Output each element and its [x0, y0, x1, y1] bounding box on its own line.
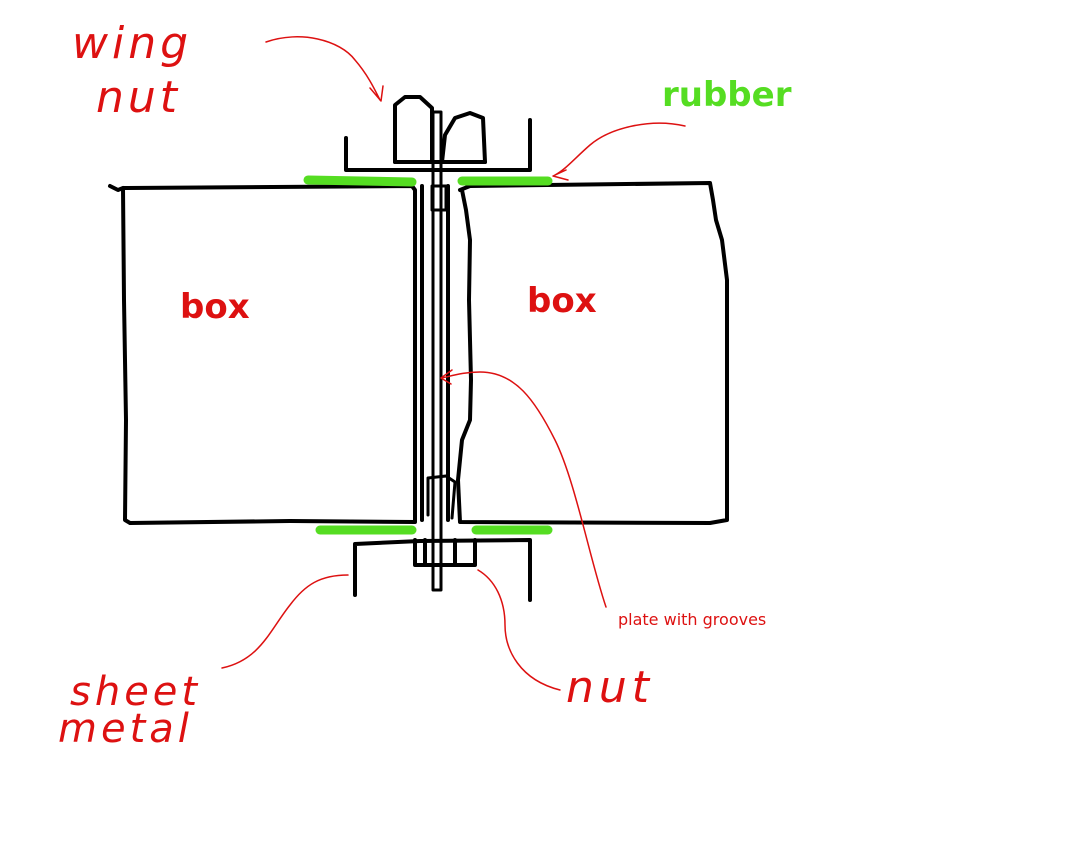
sheet-metal-arrow	[221, 574, 349, 669]
wing-nut-label-line2: nut	[96, 72, 181, 123]
nut-label: nut	[566, 662, 654, 713]
plate-arrow	[440, 369, 607, 608]
box-right-label: box	[527, 281, 597, 321]
rubber-label: rubber	[662, 75, 792, 115]
box-left-label: box	[180, 287, 250, 327]
rubber-top-left	[303, 175, 417, 187]
bolt	[431, 110, 443, 592]
rubber-arrow	[552, 122, 686, 181]
nut-arrow	[477, 569, 561, 691]
bolt-top-cap	[430, 184, 448, 212]
top-sheet-metal	[344, 118, 532, 172]
bottom-sheet-metal	[353, 538, 532, 602]
plate-with-grooves	[420, 184, 450, 522]
wing-nut-arrow	[265, 36, 384, 102]
bottom-nut	[413, 538, 477, 567]
bolt-bottom-clip	[426, 474, 457, 520]
wing-nut-label-line1: wing	[72, 18, 192, 69]
sheet-metal-label-line2: metal	[58, 706, 193, 752]
plate-label: plate with grooves	[618, 610, 766, 629]
right-box	[456, 181, 729, 525]
left-box	[108, 184, 417, 525]
sheet-metal-label-line1: sheet	[70, 669, 201, 715]
